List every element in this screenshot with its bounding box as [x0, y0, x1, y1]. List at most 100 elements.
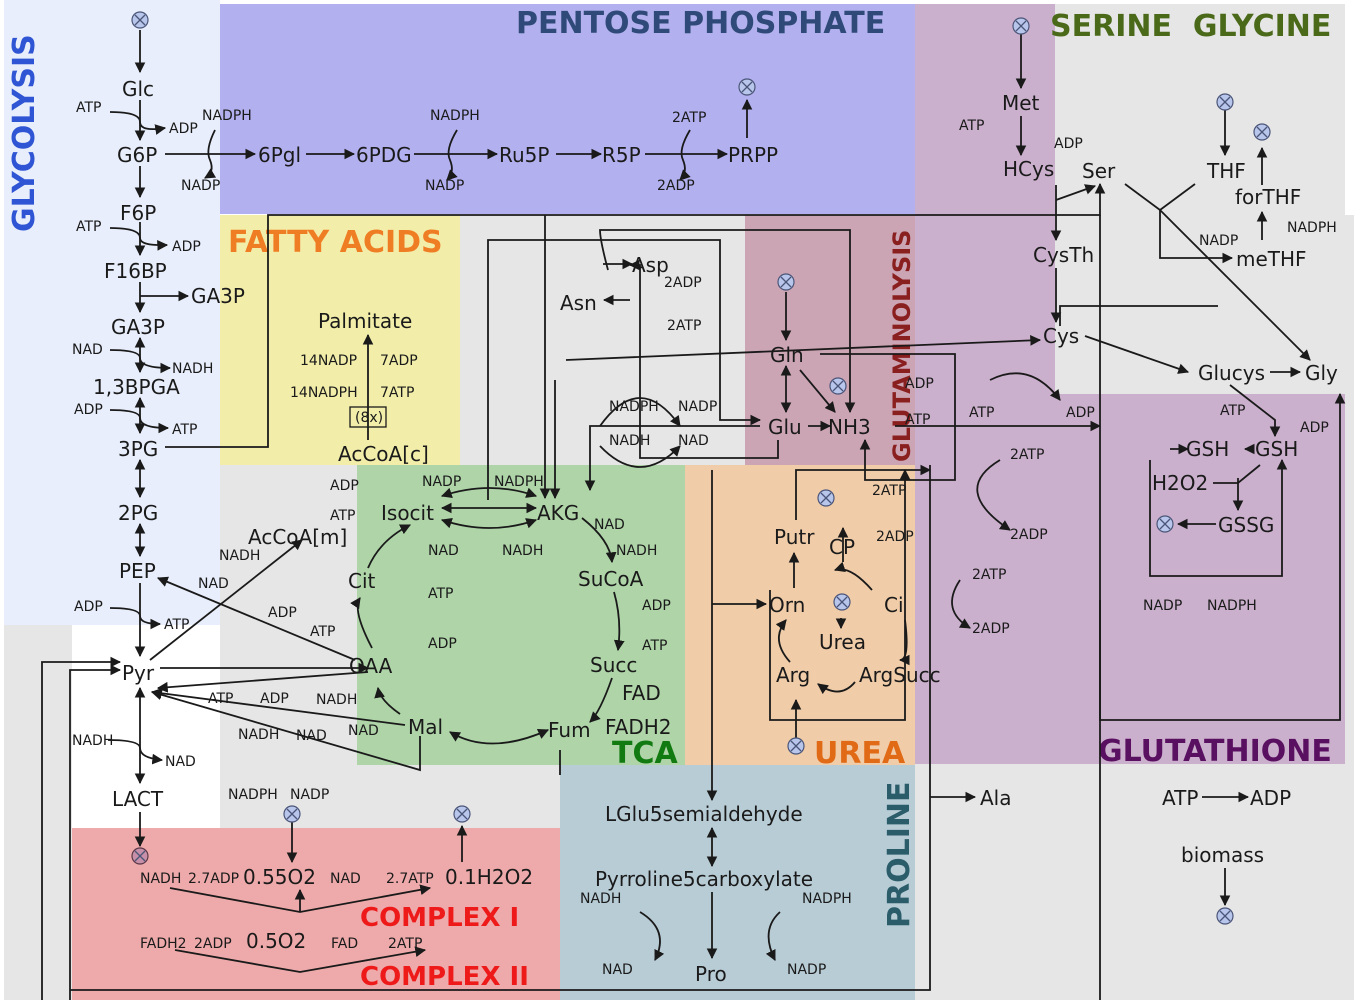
metabolite-ser: Ser	[1082, 159, 1116, 183]
cofactor-nad: NAD	[602, 962, 633, 978]
cofactor-nadh: NADH	[72, 733, 113, 749]
cofactor-atp: ATP	[969, 405, 994, 421]
metabolite-gly: Gly	[1305, 361, 1338, 385]
cofactor-2-7adp: 2.7ADP	[188, 871, 239, 887]
metabolite-gsh-2: GSH	[1255, 437, 1298, 461]
cofactor-nadh: NADH	[616, 543, 657, 559]
metabolite-putr: Putr	[774, 525, 815, 549]
metabolite-urea: Urea	[819, 630, 866, 654]
cofactor-nadh: NADH	[219, 548, 260, 564]
tca-region	[357, 465, 685, 765]
fatty-acids-region	[220, 215, 460, 465]
metabolite-0-5o2: 0.5O2	[246, 929, 306, 953]
cofactor-nad: NAD	[428, 543, 459, 559]
metabolite-asn: Asn	[560, 291, 597, 315]
metabolite-pyr: Pyr	[122, 661, 155, 685]
metabolite-bpga: 1,3BPGA	[93, 375, 180, 399]
cofactor-nadph: NADPH	[609, 399, 659, 415]
cofactor-adp: ADP	[1054, 136, 1083, 152]
cofactor-nad: NAD	[165, 754, 196, 770]
circled-x-icon	[1216, 93, 1234, 111]
cofactor-nadp: NADP	[1143, 598, 1182, 614]
metabolite-cp: CP	[829, 535, 855, 559]
metabolite-lglu5semialdehyde: LGlu5semialdehyde	[605, 802, 803, 826]
metabolite-0-55o2: 0.55O2	[243, 865, 316, 889]
cofactor-nad: NAD	[198, 576, 229, 592]
cofactor-atp: ATP	[310, 624, 335, 640]
circled-x-icon	[817, 489, 835, 507]
metabolite-isocit: Isocit	[381, 501, 434, 525]
cofactor-adp: ADP	[642, 598, 671, 614]
metabolite-fum: Fum	[548, 718, 591, 742]
metabolite-ci: Ci	[884, 593, 904, 617]
cofactor-2atp: 2ATP	[388, 936, 422, 952]
metabolite-6pdg: 6PDG	[356, 143, 412, 167]
metabolite-cys: Cys	[1043, 324, 1079, 348]
complex-ii-title: COMPLEX II	[360, 962, 529, 992]
metabolite-cysth: CysTh	[1033, 243, 1094, 267]
cofactor-2adp: 2ADP	[1010, 527, 1048, 543]
circled-x-icon	[829, 377, 847, 395]
cofactor-nadph: NADPH	[494, 474, 544, 490]
cofactor-fad: FAD	[622, 681, 661, 705]
metabolite-accoa-m: AcCoA[m]	[248, 525, 347, 549]
metabolite-asp: Asp	[632, 253, 669, 277]
metabolite-mal: Mal	[408, 715, 443, 739]
cofactor-fadh2: FADH2	[140, 936, 187, 952]
fatty-acids-title: FATTY ACIDS	[228, 225, 443, 260]
cofactor-atp: ATP	[959, 118, 984, 134]
metabolite-6pgl: 6Pgl	[258, 143, 301, 167]
cofactor-2atp: 2ATP	[872, 483, 906, 499]
multiplier-box	[349, 406, 387, 428]
reaction-edges	[41, 30, 1346, 1000]
cofactor-2adp: 2ADP	[972, 621, 1010, 637]
cofactor-nadh: NADH	[316, 692, 357, 708]
metabolite-nh3: NH3	[828, 415, 871, 439]
cofactor-nadh: NADH	[238, 727, 279, 743]
circled-x-icon	[1253, 123, 1271, 141]
cofactor-7atp: 7ATP	[380, 385, 414, 401]
cofactor-adp: ADP	[74, 599, 103, 615]
cofactor-2adp: 2ADP	[194, 936, 232, 952]
cofactor-adp: ADP	[428, 636, 457, 652]
complex-region	[72, 828, 560, 1000]
cofactor-2atp: 2ATP	[667, 318, 701, 334]
multiplier-label: (8x)	[355, 410, 383, 426]
glycolysis-title: GLYCOLYSIS	[7, 34, 42, 232]
cofactor-atp: ATP	[428, 586, 453, 602]
cofactor-adp: ADP	[268, 605, 297, 621]
metabolite-ala: Ala	[980, 786, 1012, 810]
metabolite-thf: THF	[1206, 159, 1246, 183]
cofactor-nadp: NADP	[422, 474, 461, 490]
cofactor-fadh2: FADH2	[605, 715, 672, 739]
metabolite-forthf: forTHF	[1235, 185, 1301, 209]
cofactor-nad: NAD	[348, 723, 379, 739]
metabolite-glucys: Glucys	[1198, 361, 1265, 385]
serine-title: SERINE GLYCINE	[1050, 9, 1331, 44]
glycolysis-region	[4, 0, 220, 625]
metabolite-pyrroline5carboxylate: Pyrroline5carboxylate	[595, 867, 813, 891]
metabolite-ru5p: Ru5P	[499, 143, 549, 167]
pentose-title: PENTOSE PHOSPHATE	[516, 6, 885, 41]
metabolite-sucoa: SuCoA	[578, 567, 644, 591]
circled-x-icon	[833, 593, 851, 611]
cofactor-atp-biomass: ATP	[1162, 786, 1198, 810]
proline-title: PROLINE	[882, 782, 917, 928]
circled-x-icon	[1216, 907, 1234, 925]
cofactor-atp: ATP	[76, 219, 101, 235]
circled-x-icon	[738, 78, 756, 96]
metabolite-palmitate: Palmitate	[318, 309, 412, 333]
cofactor-14nadph: 14NADPH	[290, 385, 358, 401]
cofactor-nadp: NADP	[678, 399, 717, 415]
cofactor-adp: ADP	[74, 402, 103, 418]
cofactor-adp: ADP	[1066, 405, 1095, 421]
cofactor-atp: ATP	[905, 412, 930, 428]
cofactor-nadph: NADPH	[1207, 598, 1257, 614]
cofactor-adp: ADP	[330, 478, 359, 494]
cofactor-adp: ADP	[169, 121, 198, 137]
metabolite-akg: AKG	[537, 501, 579, 525]
cofactor-nad: NAD	[594, 517, 625, 533]
metabolite-labels: Glc G6P F6P F16BP GA3P GA3P 1,3BPGA 3PG …	[93, 77, 1338, 986]
complex-i-title: COMPLEX I	[360, 903, 519, 933]
